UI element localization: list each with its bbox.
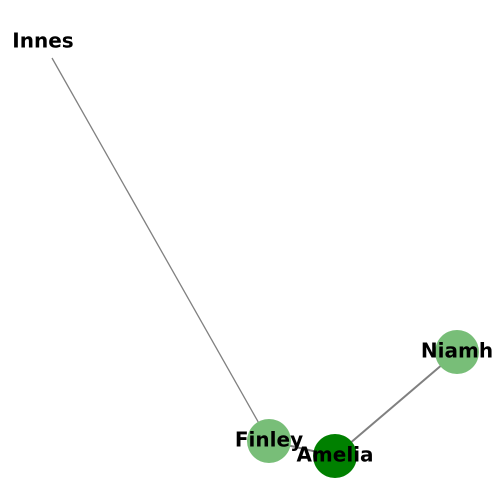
- edge-layer: [51, 57, 458, 457]
- node-label-amelia: Amelia: [296, 443, 373, 467]
- edge-amelia-niamh: [334, 351, 458, 457]
- node-label-innes: Innes: [12, 29, 73, 53]
- node-label-niamh: Niamh: [421, 339, 493, 363]
- node-niamh: [435, 330, 479, 374]
- node-amelia: [313, 434, 357, 478]
- node-label-finley: Finley: [235, 428, 303, 452]
- node-finley: [247, 419, 291, 463]
- edge-innes-finley: [51, 57, 270, 442]
- node-layer: [247, 330, 479, 478]
